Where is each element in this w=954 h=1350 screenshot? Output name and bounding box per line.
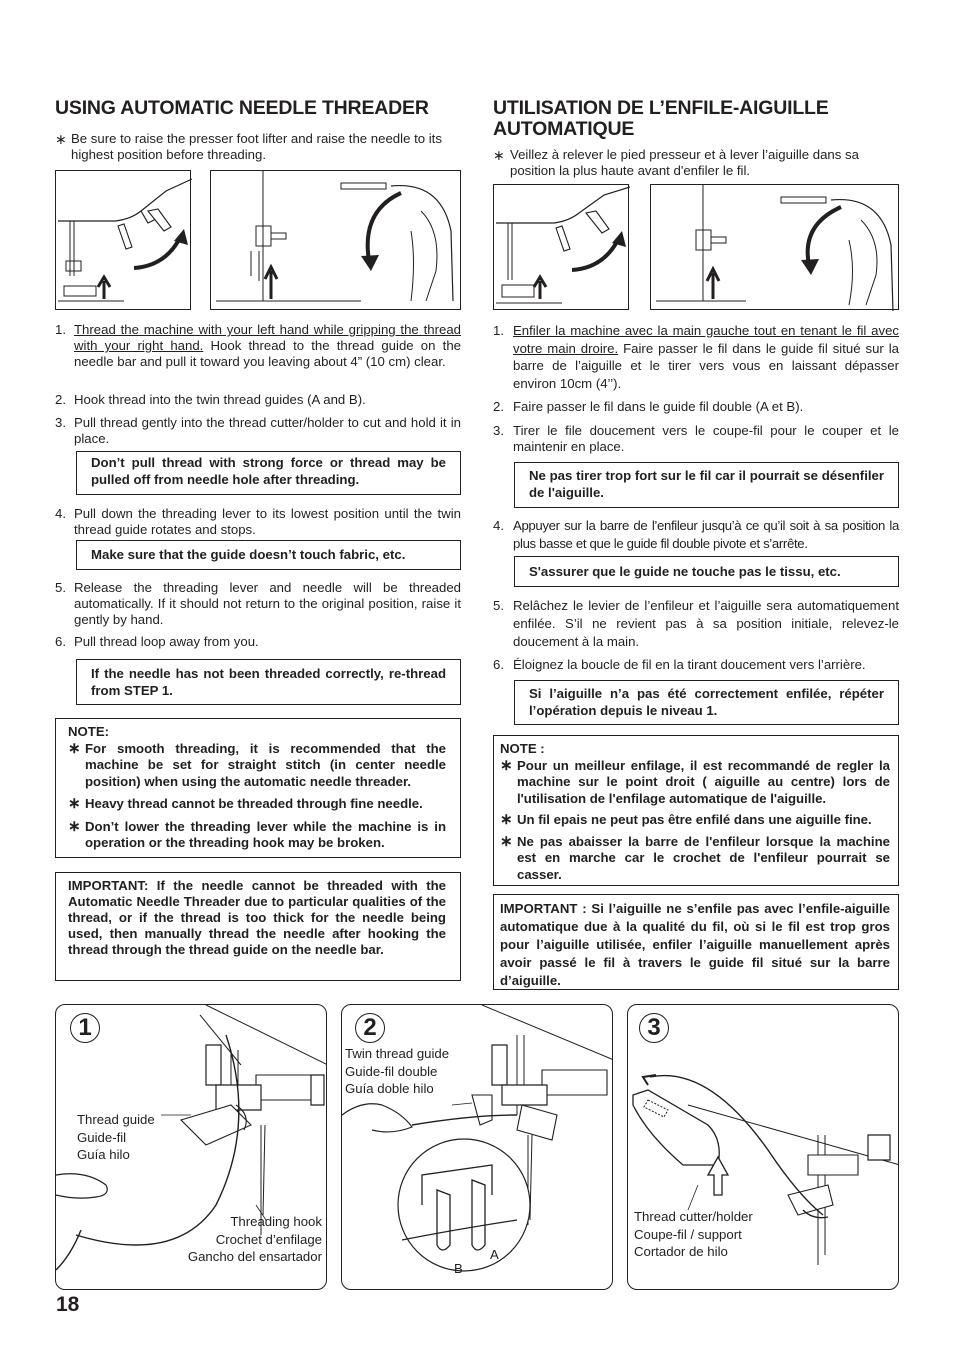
step-number-1: 1 — [70, 1013, 100, 1043]
fr-note-item: ∗Un fil epais ne peut pas être enfilé da… — [500, 811, 872, 828]
twin-thread-guide-illustration — [342, 1005, 612, 1272]
fr-step-2: 2. Faire passer le fil dans le guide fil… — [493, 399, 804, 414]
fr-note-box: NOTE : ∗Pour un meilleur enfilage, il es… — [493, 735, 899, 886]
fr-step-6: 6. Éloignez la boucle de fil en la tiran… — [493, 657, 866, 672]
fr-intro: ∗ Veillez à relever le pied presseur et … — [493, 147, 899, 179]
fr-step-3: 3. Tirer le file doucement vers le coupe… — [493, 423, 899, 454]
guide-a-label: A — [490, 1247, 499, 1262]
fr-note-item: ∗Ne pas abaisser la barre de l'enfileur … — [500, 832, 890, 882]
en-caution-box-3: If the needle has not been threaded corr… — [76, 659, 461, 705]
en-figure-raise-needle — [210, 170, 461, 310]
thread-guide-label: Thread guide Guide-fil Guía hilo — [77, 1112, 155, 1162]
step-number-2: 2 — [355, 1013, 385, 1043]
en-step-4: 4. Pull down the threading lever to its … — [55, 506, 461, 537]
needle-bar-thread-guide-illustration — [56, 1005, 326, 1271]
fr-important-box: IMPORTANT : Si l’aiguille ne s’enfile pa… — [493, 894, 899, 990]
en-step-6: 6. Pull thread loop away from you. — [55, 634, 259, 649]
page-number: 18 — [56, 1293, 80, 1316]
en-step-1-underlined: Thread the machine with your left hand w… — [74, 322, 461, 353]
step-number-3: 3 — [639, 1013, 669, 1043]
thread-cutter-label: Thread cutter/holder Coupe-fil / support… — [634, 1209, 753, 1259]
fr-step-4: 4. Appuyer sur la barre de l’enfileur ju… — [493, 518, 899, 551]
en-note-item: ∗Heavy thread cannot be threaded through… — [68, 795, 423, 812]
en-step-2: 2. Hook thread into the twin thread guid… — [55, 392, 366, 407]
en-note-title: NOTE: — [68, 724, 110, 739]
asterisk-icon: ∗ — [493, 147, 505, 163]
en-caution-box-1: Don’t pull thread with strong force or t… — [76, 451, 461, 495]
fr-step-5: 5. Relâchez le levier de l’enfileur et l… — [493, 598, 899, 649]
en-note-item: ∗Don’t lower the threading lever while t… — [68, 817, 446, 850]
guide-b-label: B — [454, 1261, 463, 1276]
handwheel-illustration — [656, 185, 894, 311]
asterisk-icon: ∗ — [55, 131, 67, 147]
en-important-box: IMPORTANT: If the needle cannot be threa… — [55, 872, 461, 981]
fr-step-1-underlined: Enfiler la machine avec la main gauche t… — [513, 323, 899, 356]
presser-foot-lifter-illustration — [58, 178, 192, 302]
threading-hook-label: Threading hook Crochet d’enfilage Gancho… — [187, 1214, 322, 1264]
fr-title: UTILISATION DE L’ENFILE-AIGUILLE AUTOMAT… — [493, 97, 829, 140]
en-column: USING AUTOMATIC NEEDLE THREADER ∗ Be sur… — [55, 0, 461, 990]
en-title: USING AUTOMATIC NEEDLE THREADER — [55, 97, 429, 119]
fr-intro-text: Veillez à relever le pied presseur et à … — [510, 147, 859, 178]
fr-note-item: ∗Pour un meilleur enfilage, il est recom… — [500, 756, 890, 806]
step-panel-3: 3 Thread cutter/holder Coupe-fil / suppo… — [627, 1004, 899, 1290]
fr-figure-raise-needle — [650, 184, 899, 311]
fr-caution-box-3: Si l’aiguille n’a pas été correctement e… — [514, 680, 899, 725]
step-panel-1: 1 Thread guide Guide-fil Guía hilo Threa… — [55, 1004, 327, 1290]
fr-caution-box-2: S'assurer que le guide ne touche pas le … — [514, 556, 899, 587]
en-figure-raise-presser-foot — [55, 170, 192, 310]
thread-cutter-illustration — [632, 1074, 898, 1265]
en-step-1: 1. Thread the machine with your left han… — [55, 322, 461, 369]
en-step-5: 5. Release the threading lever and needl… — [55, 580, 461, 627]
fr-note-title: NOTE : — [500, 741, 545, 756]
step-panel-2: 2 Twin thread guide Guide-fil double Guí… — [341, 1004, 613, 1290]
en-caution-box-2: Make sure that the guide doesn’t touch f… — [76, 540, 461, 570]
en-step-3: 3. Pull thread gently into the thread cu… — [55, 415, 461, 446]
twin-thread-guide-label: Twin thread guide Guide-fil double Guía … — [345, 1046, 450, 1096]
presser-foot-lifter-illustration — [496, 186, 630, 304]
en-intro-text: Be sure to raise the presser foot lifter… — [71, 131, 442, 162]
en-note-box: NOTE: ∗For smooth threading, it is recom… — [55, 718, 461, 858]
en-note-item: ∗For smooth threading, it is recommended… — [68, 739, 446, 789]
handwheel-illustration — [216, 171, 454, 302]
en-intro: ∗ Be sure to raise the presser foot lift… — [55, 131, 461, 163]
fr-figure-raise-presser-foot — [493, 184, 630, 310]
fr-caution-box-1: Ne pas tirer trop fort sur le fil car il… — [514, 462, 899, 508]
fr-column: UTILISATION DE L’ENFILE-AIGUILLE AUTOMAT… — [493, 0, 899, 995]
fr-step-1: 1. Enfiler la machine avec la main gauch… — [493, 323, 900, 391]
